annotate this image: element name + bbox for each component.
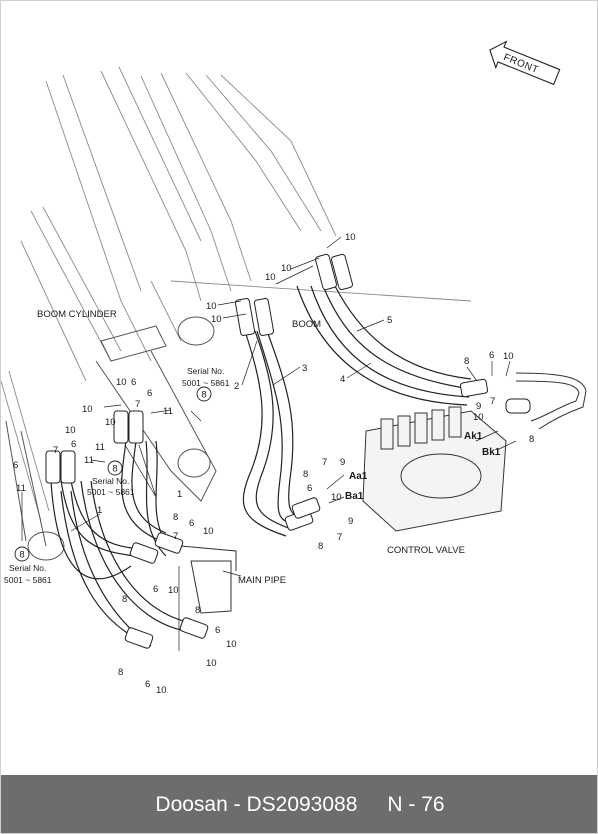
serial-label: Serial No. (9, 563, 46, 573)
front-arrow-icon: FRONT (489, 40, 561, 86)
part-number: 10 (345, 232, 356, 243)
serial-range: 5001 ~ 5861 (4, 575, 52, 585)
part-number: 1 (97, 505, 102, 516)
footer-page-number: N - 76 (387, 793, 445, 816)
footer-separator: - (227, 793, 247, 816)
serial-note-middle: 8 Serial No. 5001 ~ 5861 (87, 460, 135, 497)
main-pipe-bracket (180, 372, 587, 614)
part-number: 6 (131, 377, 136, 388)
label-port-ba1: Ba1 (345, 491, 364, 502)
part-number: 8 (464, 356, 469, 367)
part-number: 6 (71, 439, 76, 450)
label-port-ak1: Ak1 (464, 431, 483, 442)
part-number: 7 (53, 445, 58, 456)
hose-fittings (45, 253, 531, 649)
part-number: 10 (82, 404, 93, 415)
part-number: 10 (211, 314, 222, 325)
label-main-pipe: MAIN PIPE (238, 575, 286, 586)
part-number: 8 (529, 434, 534, 445)
part-number: 11 (95, 442, 105, 453)
part-number: 10 (206, 658, 217, 669)
boom-cylinder-body (5, 316, 217, 561)
part-number: 7 (173, 531, 178, 542)
part-number: 8 (118, 667, 123, 678)
serial-note-top: Serial No. 5001 ~ 5861 8 (182, 366, 230, 402)
part-number: 2 (234, 381, 239, 392)
diagram-labels: BOOM CYLINDER BOOM CONTROL VALVE MAIN PI… (37, 309, 501, 586)
callout-leaders (21, 236, 517, 651)
part-number: 8 (303, 469, 308, 480)
part-number: 8 (122, 594, 127, 605)
part-number: 10 (116, 377, 127, 388)
part-number-callouts: 10 10 10 10 10 5 3 4 2 8 6 10 9 7 10 8 7… (13, 232, 534, 696)
part-number: 11 (16, 483, 26, 494)
part-number: 6 (147, 388, 152, 399)
part-number: 10 (65, 425, 76, 436)
part-number: 10 (473, 412, 484, 423)
part-number: 10 (226, 639, 237, 650)
footer-code: DS2093088 (246, 793, 358, 816)
part-number: 6 (307, 483, 312, 494)
part-number: 8 (173, 512, 178, 523)
part-number: 10 (503, 351, 514, 362)
serial-label: Serial No. (92, 476, 129, 486)
part-number: 7 (135, 399, 140, 410)
serial-ref-circle (14, 546, 30, 562)
part-number: 1 (177, 489, 182, 500)
footer-brand: Doosan (155, 793, 228, 816)
part-number: 9 (340, 457, 345, 468)
part-number: 5 (387, 315, 392, 326)
part-number: 3 (302, 363, 307, 374)
part-number: 7 (337, 532, 342, 543)
part-number: 9 (348, 516, 353, 527)
part-number: 11 (84, 455, 94, 466)
part-number: 6 (153, 584, 158, 595)
serial-range: 5001 ~ 5861 (87, 487, 135, 497)
serial-note-left: 8 Serial No. 5001 ~ 5861 (4, 546, 52, 585)
part-number: 6 (13, 460, 18, 471)
part-number: 8 (318, 541, 323, 552)
part-number: 6 (489, 350, 494, 361)
part-number: 6 (145, 679, 150, 690)
part-number: 10 (265, 272, 276, 283)
page-footer: Doosan - DS2093088 N - 76 (1, 775, 597, 833)
hydraulic-parts-diagram: FRONT (1, 40, 587, 696)
part-number: 7 (490, 396, 495, 407)
serial-ref-circle (107, 460, 123, 476)
hydraulic-hoses (50, 285, 472, 647)
label-control-valve: CONTROL VALVE (387, 545, 465, 556)
part-number: 9 (476, 401, 481, 412)
serial-ref-number: 8 (201, 390, 206, 401)
part-number: 10 (281, 263, 292, 274)
part-number: 10 (206, 301, 217, 312)
control-valve-body (362, 406, 507, 532)
serial-ref-number: 8 (112, 464, 117, 475)
part-number: 10 (168, 585, 179, 596)
serial-label: Serial No. (187, 366, 224, 376)
part-number: 10 (331, 492, 342, 503)
serial-ref-number: 8 (19, 550, 24, 561)
part-number: 4 (340, 374, 345, 385)
part-number: 8 (195, 605, 200, 616)
serial-ref-circle (196, 386, 212, 402)
label-port-bk1: Bk1 (482, 447, 501, 458)
part-number: 7 (322, 457, 327, 468)
part-number: 10 (105, 417, 116, 428)
part-number: 10 (156, 685, 167, 696)
part-number: 6 (189, 518, 194, 529)
label-boom: BOOM (292, 319, 321, 330)
label-port-aa1: Aa1 (349, 471, 368, 482)
boom-structure (1, 66, 472, 522)
part-number: 10 (203, 526, 214, 537)
serial-range: 5001 ~ 5861 (182, 378, 230, 388)
label-boom-cylinder: BOOM CYLINDER (37, 309, 117, 320)
part-number: 11 (163, 406, 173, 417)
part-number: 6 (215, 625, 220, 636)
